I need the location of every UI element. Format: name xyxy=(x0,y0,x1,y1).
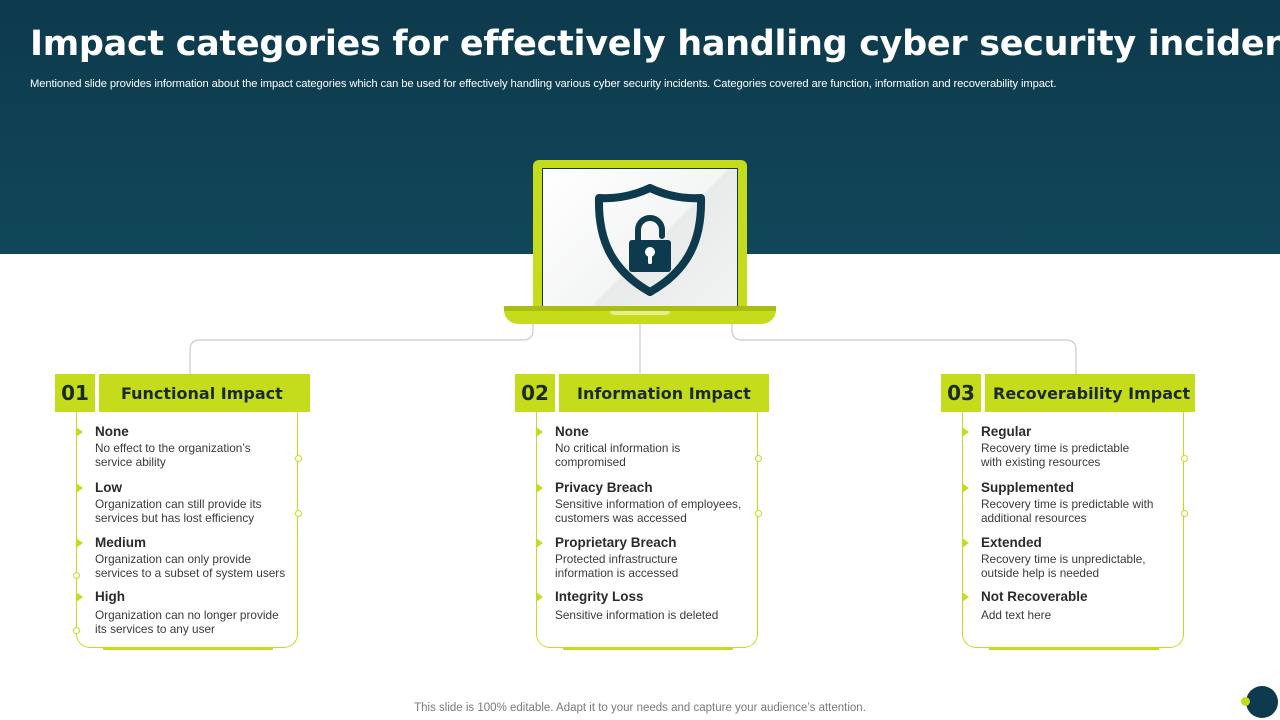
item-desc: Organization can no longer provide its s… xyxy=(95,608,290,636)
triangle-bullet-icon xyxy=(76,427,83,437)
item-desc: Sensitive information is deleted xyxy=(555,608,755,622)
item-title: Privacy Breach xyxy=(555,480,653,495)
laptop-base xyxy=(504,306,776,324)
corner-logo xyxy=(1246,686,1278,718)
triangle-bullet-icon xyxy=(536,538,543,548)
footer-note: This slide is 100% editable. Adapt it to… xyxy=(0,702,1280,714)
item-title: None xyxy=(555,424,589,439)
item-desc: Recovery time is predictable with existi… xyxy=(981,441,1146,469)
item-title: Low xyxy=(95,480,122,495)
item-desc: Recovery time is unpredictable, outside … xyxy=(981,552,1166,580)
category-title: Functional Impact xyxy=(99,374,310,412)
triangle-bullet-icon xyxy=(536,483,543,493)
item-title: High xyxy=(95,589,125,604)
item-title: Proprietary Breach xyxy=(555,535,677,550)
category-card-information: 02 Information Impact None No critical i… xyxy=(515,374,775,650)
item-title: Medium xyxy=(95,535,146,550)
item-title: Extended xyxy=(981,535,1042,550)
item-desc: Organization can still provide its servi… xyxy=(95,497,280,525)
triangle-bullet-icon xyxy=(962,592,969,602)
item-title: Regular xyxy=(981,424,1031,439)
category-number: 01 xyxy=(55,374,95,412)
category-number: 03 xyxy=(941,374,981,412)
item-desc: Add text here xyxy=(981,608,1171,622)
item-title: None xyxy=(95,424,129,439)
triangle-bullet-icon xyxy=(536,427,543,437)
item-desc: No effect to the organization’s service … xyxy=(95,441,255,469)
laptop-illustration xyxy=(533,160,747,310)
shield-lock-icon xyxy=(593,184,707,296)
triangle-bullet-icon xyxy=(962,483,969,493)
laptop-screen xyxy=(542,168,738,310)
category-title: Information Impact xyxy=(559,374,769,412)
item-title: Integrity Loss xyxy=(555,589,644,604)
triangle-bullet-icon xyxy=(536,592,543,602)
item-desc: Protected infrastructure information is … xyxy=(555,552,705,580)
category-card-functional: 01 Functional Impact None No effect to t… xyxy=(55,374,315,650)
category-title: Recoverability Impact xyxy=(985,374,1195,412)
triangle-bullet-icon xyxy=(76,538,83,548)
item-title: Supplemented xyxy=(981,480,1074,495)
item-desc: Recovery time is predictable with additi… xyxy=(981,497,1171,525)
triangle-bullet-icon xyxy=(962,427,969,437)
triangle-bullet-icon xyxy=(76,483,83,493)
slide-title: Impact categories for effectively handli… xyxy=(30,24,1280,64)
category-card-recoverability: 03 Recoverability Impact Regular Recover… xyxy=(941,374,1201,650)
category-number: 02 xyxy=(515,374,555,412)
item-desc: Sensitive information of employees, cust… xyxy=(555,497,755,525)
triangle-bullet-icon xyxy=(76,592,83,602)
item-desc: No critical information is compromised xyxy=(555,441,705,469)
slide-subtitle: Mentioned slide provides information abo… xyxy=(30,78,1056,90)
item-title: Not Recoverable xyxy=(981,589,1088,604)
corner-dot xyxy=(1241,697,1250,706)
triangle-bullet-icon xyxy=(962,538,969,548)
item-desc: Organization can only provide services t… xyxy=(95,552,295,580)
